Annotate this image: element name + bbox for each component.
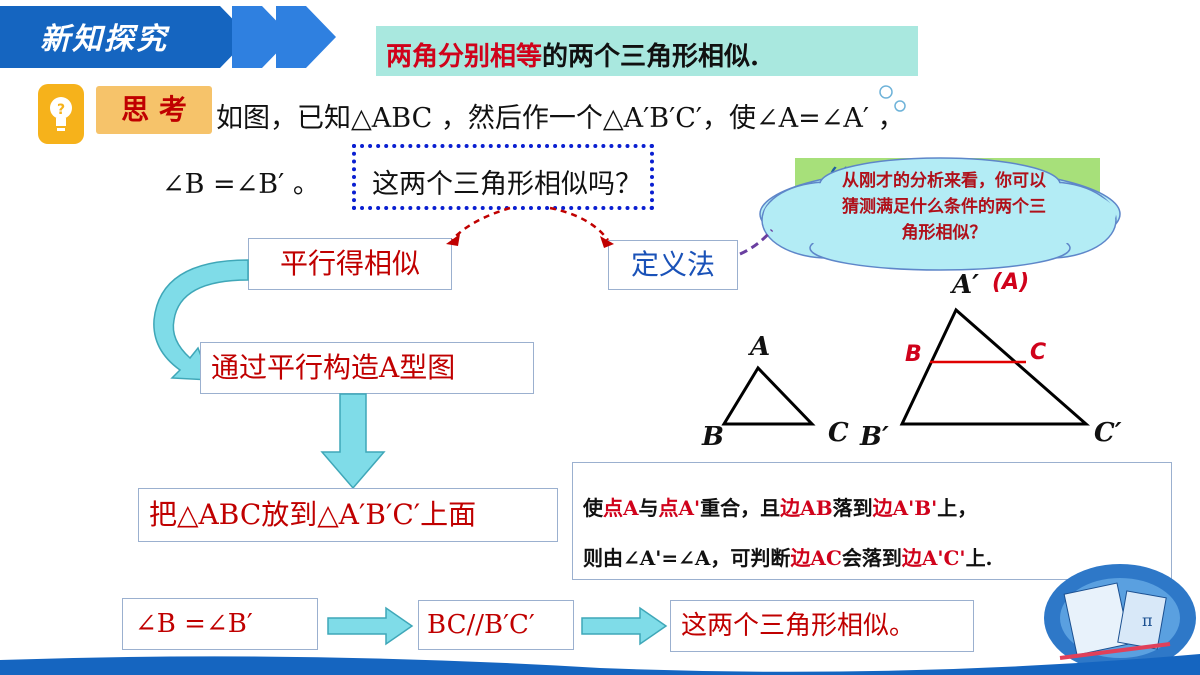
method-definition-label: 定义法 (630, 248, 715, 281)
dashed-arrows (446, 206, 614, 248)
bottom-parallel-label: BC//B′C′ (427, 610, 535, 640)
exp-text: 与 (638, 496, 659, 520)
theorem-statement: 两角分别相等的两个三角形相似. (376, 26, 918, 76)
lightbulb-icon: ? (38, 84, 84, 144)
svg-text:π: π (1142, 611, 1153, 630)
bottom-conclusion-box: 这两个三角形相似。 (670, 600, 974, 652)
bottom-conclusion-label: 这两个三角形相似。 (681, 611, 916, 641)
explanation-line-1: 使点A与点A'重合，且边AB落到边A'B'上， (583, 483, 1171, 533)
step-place-box: 把△ABC放到△A′B′C′上面 (138, 488, 558, 542)
question-highlight (352, 144, 654, 210)
cloud-connector (739, 229, 774, 256)
exp-red: 边A'C' (901, 546, 966, 570)
step-construct-box: 通过平行构造A型图 (200, 342, 534, 394)
cloud-shape (759, 157, 1121, 271)
label-B-prime: B′ (860, 422, 889, 452)
think-badge: 思 考 (96, 86, 212, 134)
label-inner-B: B (905, 342, 922, 367)
think-badge-label: 思 考 (121, 93, 187, 126)
right-arrow-icon (581, 606, 668, 646)
label-B: B (702, 422, 724, 452)
exp-red: 边AC (790, 546, 842, 570)
triangle-figure (721, 307, 1090, 426)
cloud-text: 从刚才的分析来看，你可以猜测满足什么条件的两个三角形相似？ (842, 171, 1046, 243)
svg-text:?: ? (57, 102, 65, 118)
exp-text: 上. (965, 546, 993, 570)
label-A-paren: (A) (992, 270, 1030, 295)
down-arrow-icon (320, 393, 386, 490)
bottom-angle-label: ∠B =∠B′ (135, 609, 253, 639)
statement-red: 两角分别相等 (386, 42, 543, 72)
bubble-dots-icon (879, 85, 906, 112)
label-inner-C: C (1030, 340, 1047, 365)
label-A-prime: A′ (952, 270, 980, 300)
banner-title: 新知探究 (40, 22, 168, 57)
exp-text: 会落到 (841, 546, 902, 570)
method-parallel-box: 平行得相似 (248, 238, 452, 290)
exp-text: 落到 (832, 496, 873, 520)
method-definition-box: 定义法 (608, 240, 738, 290)
statement-black: 的两个三角形相似. (542, 42, 760, 72)
exp-text: 使 (583, 496, 603, 520)
label-C-prime: C′ (1094, 418, 1122, 448)
explanation-line-2: 则由∠A'=∠A，可判断边AC会落到边A'C'上. (583, 533, 1171, 583)
exp-text: 上， (937, 496, 978, 520)
exp-red: 边A'B' (872, 496, 938, 520)
header-banner: 新知探究 (0, 0, 360, 70)
question-line-2a: ∠B =∠B′ 。 (162, 169, 320, 200)
exp-text: 重合，且 (700, 496, 781, 520)
right-arrow-icon (327, 606, 414, 646)
footer-band (0, 654, 1200, 675)
triangle-abc (721, 365, 816, 426)
exp-red: 边AB (780, 496, 833, 520)
question-line-1: 如图，已知△ABC ，然后作一个△A′B′C′，使∠A=∠A′ ， (216, 103, 905, 134)
bottom-parallel-box: BC//B′C′ (418, 600, 574, 650)
method-parallel-label: 平行得相似 (279, 247, 420, 280)
math-books-icon: π (1044, 564, 1196, 672)
banner-chevrons (0, 6, 336, 68)
label-C: C (828, 418, 849, 448)
step-place-label: 把△ABC放到△A′B′C′上面 (149, 498, 477, 531)
bottom-angle-box: ∠B =∠B′ (122, 598, 318, 650)
label-A: A (750, 332, 771, 362)
explanation-box: 使点A与点A'重合，且边AB落到边A'B'上， 则由∠A'=∠A，可判断边AC会… (572, 462, 1172, 580)
exp-red: 点A (603, 496, 639, 520)
exp-red: 点A' (658, 496, 701, 520)
exp-text: 则由∠A'=∠A，可判断 (583, 546, 791, 570)
step-construct-label: 通过平行构造A型图 (211, 351, 456, 384)
question-line-2b: 这两个三角形相似吗？ (372, 169, 642, 200)
triangle-a-prime (899, 307, 1090, 426)
